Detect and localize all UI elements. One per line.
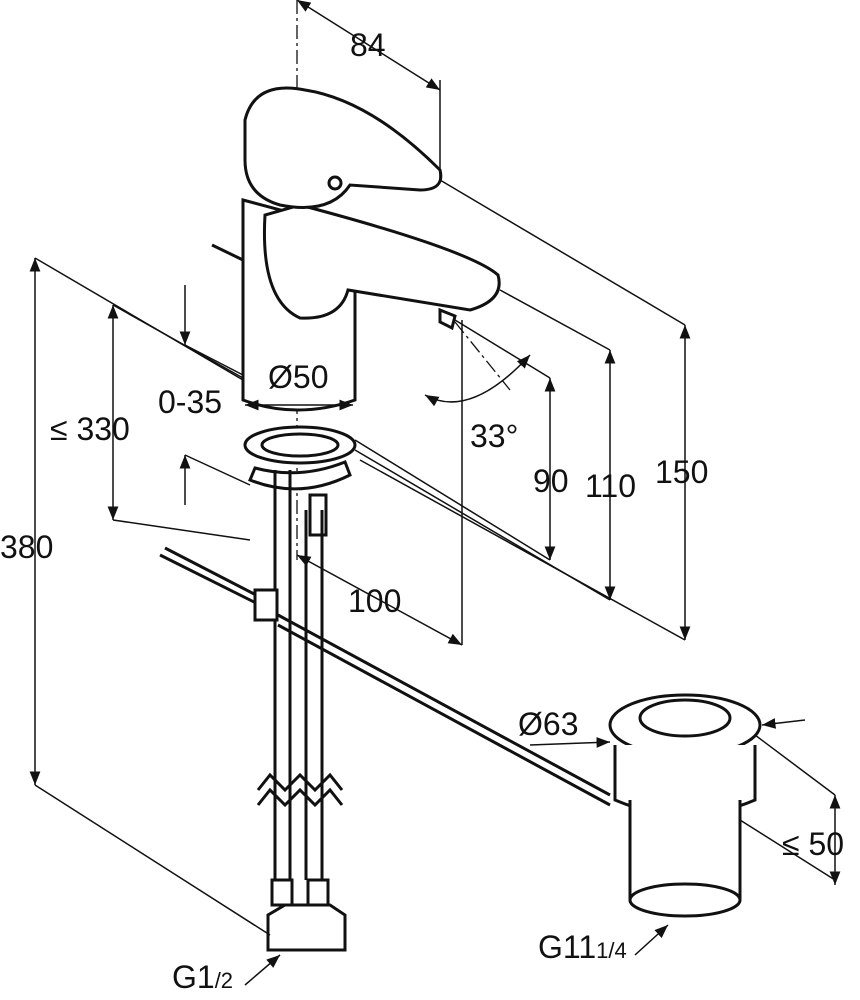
pop-up-linkage: [159, 546, 611, 807]
supply-hoses: [256, 470, 347, 952]
dim-waste-thread: G111/4: [538, 929, 627, 965]
dim-hose-length: 380: [0, 529, 53, 565]
dim-spout-height: 90: [533, 463, 569, 499]
dim-lever-reach: 84: [350, 27, 386, 63]
mounting-fitting: [243, 425, 357, 537]
dim-total-height: 150: [655, 454, 708, 490]
dim-supply-thread: G1/2: [172, 959, 233, 995]
dim-outlet-height: 110: [585, 468, 636, 504]
dim-spout-reach: 100: [348, 583, 401, 619]
dim-deck-thickness: 0-35: [158, 384, 222, 420]
dim-waste-diameter: Ø63: [518, 706, 578, 742]
dim-max-connection-height: ≤ 330: [50, 411, 130, 447]
dim-waste-height: ≤ 50: [782, 826, 844, 862]
dim-body-diameter: Ø50: [268, 359, 328, 395]
mixer-body: [211, 86, 501, 412]
pop-up-waste: [608, 693, 762, 918]
dimension-lines: [29, 0, 841, 986]
dim-spout-angle: 33°: [470, 418, 518, 454]
